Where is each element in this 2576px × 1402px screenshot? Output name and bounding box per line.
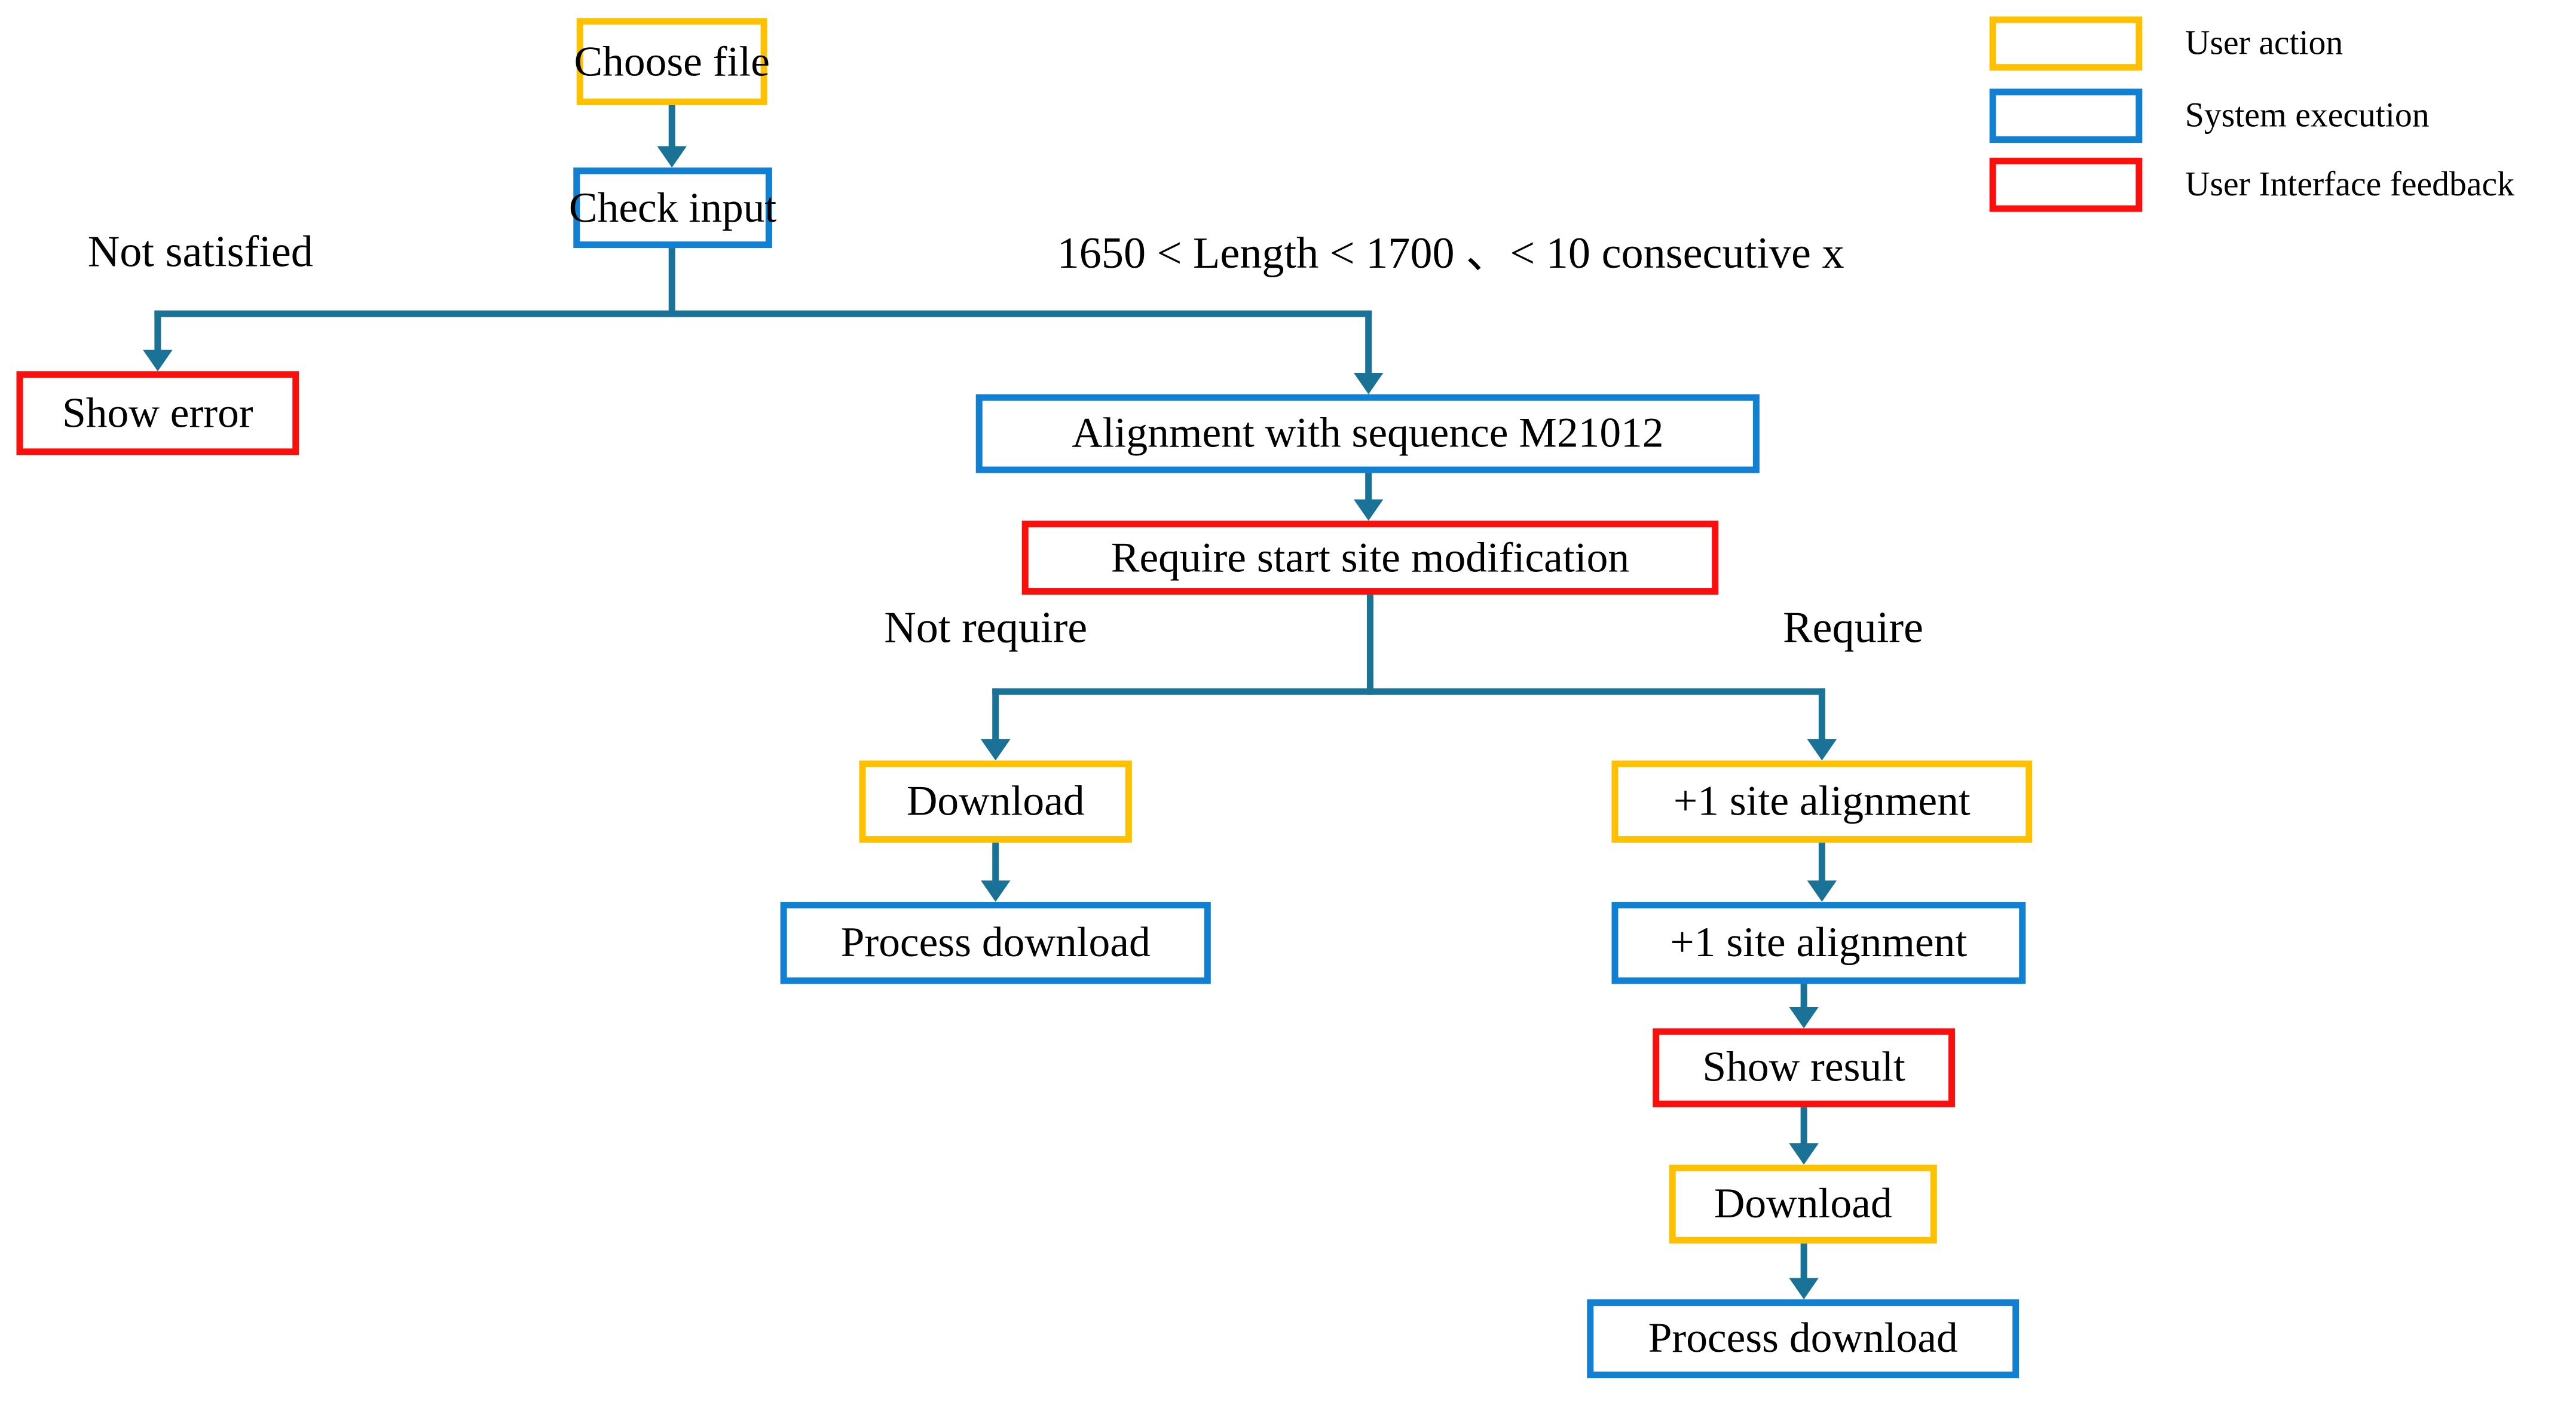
node-plus1-site-alignment-2: +1 site alignment (1611, 902, 2026, 984)
connector-plus1-to-plus1 (1818, 843, 1825, 884)
connector-require-stub (1366, 595, 1373, 695)
node-require-start-site-modification: Require start site modification (1021, 521, 1719, 595)
legend-label-system-execution: System execution (2185, 95, 2430, 135)
arrowhead-into-process-download-1 (980, 880, 1011, 902)
arrowhead-into-show-result (1789, 1006, 1819, 1028)
legend-label-user-action: User action (2185, 23, 2344, 63)
arrowhead-into-alignment (1353, 372, 1384, 394)
arrowhead-into-download-2 (1789, 1143, 1819, 1165)
connector-show-result-to-download2 (1800, 1107, 1807, 1147)
connector-to-download-1 (992, 688, 999, 743)
arrowhead-into-check-input (657, 146, 687, 168)
edge-label-require: Require (1783, 602, 1924, 653)
connector-to-alignment (1365, 310, 1372, 376)
arrowhead-into-plus1-2 (1807, 880, 1837, 902)
connector-to-plus1-1 (1818, 688, 1825, 743)
arrowhead-into-plus1-1 (1807, 739, 1837, 761)
connector-plus1-to-show-result (1800, 984, 1807, 1011)
legend-label-ui-feedback: User Interface feedback (2185, 164, 2515, 204)
arrowhead-into-show-error (143, 350, 173, 372)
node-show-result: Show result (1653, 1028, 1955, 1107)
connector-download1-to-process1 (992, 843, 999, 884)
connector-to-show-error (154, 310, 161, 353)
legend-swatch-user-action (1989, 16, 2143, 71)
connector-check-stub (668, 248, 675, 317)
node-download-2: Download (1669, 1164, 1937, 1244)
node-alignment-m21012: Alignment with sequence M21012 (975, 394, 1760, 473)
legend-swatch-ui-feedback (1989, 157, 2143, 212)
connector-alignment-to-require (1365, 473, 1372, 503)
connector-choose-to-check (668, 105, 675, 148)
edge-label-not-require: Not require (884, 602, 1088, 653)
node-plus1-site-alignment-1: +1 site alignment (1611, 760, 2033, 843)
legend-swatch-system-execution (1989, 88, 2143, 143)
edge-label-not-satisfied: Not satisfied (87, 226, 313, 276)
node-check-input: Check input (569, 167, 776, 249)
edge-label-condition: 1650 < Length < 1700 、< 10 consecutive x (1057, 228, 1844, 278)
arrowhead-into-require (1353, 499, 1384, 521)
node-show-error: Show error (16, 371, 299, 455)
node-process-download-1: Process download (780, 902, 1211, 984)
connector-branch2-horizontal (992, 688, 1825, 695)
arrowhead-into-download-1 (980, 739, 1011, 761)
node-process-download-2: Process download (1587, 1299, 2020, 1379)
node-download-1: Download (859, 760, 1132, 843)
connector-branch1-horizontal (154, 310, 1372, 317)
node-choose-file: Choose file (574, 18, 770, 105)
arrowhead-into-process-download-2 (1789, 1278, 1819, 1300)
connector-download2-to-process2 (1800, 1243, 1807, 1282)
